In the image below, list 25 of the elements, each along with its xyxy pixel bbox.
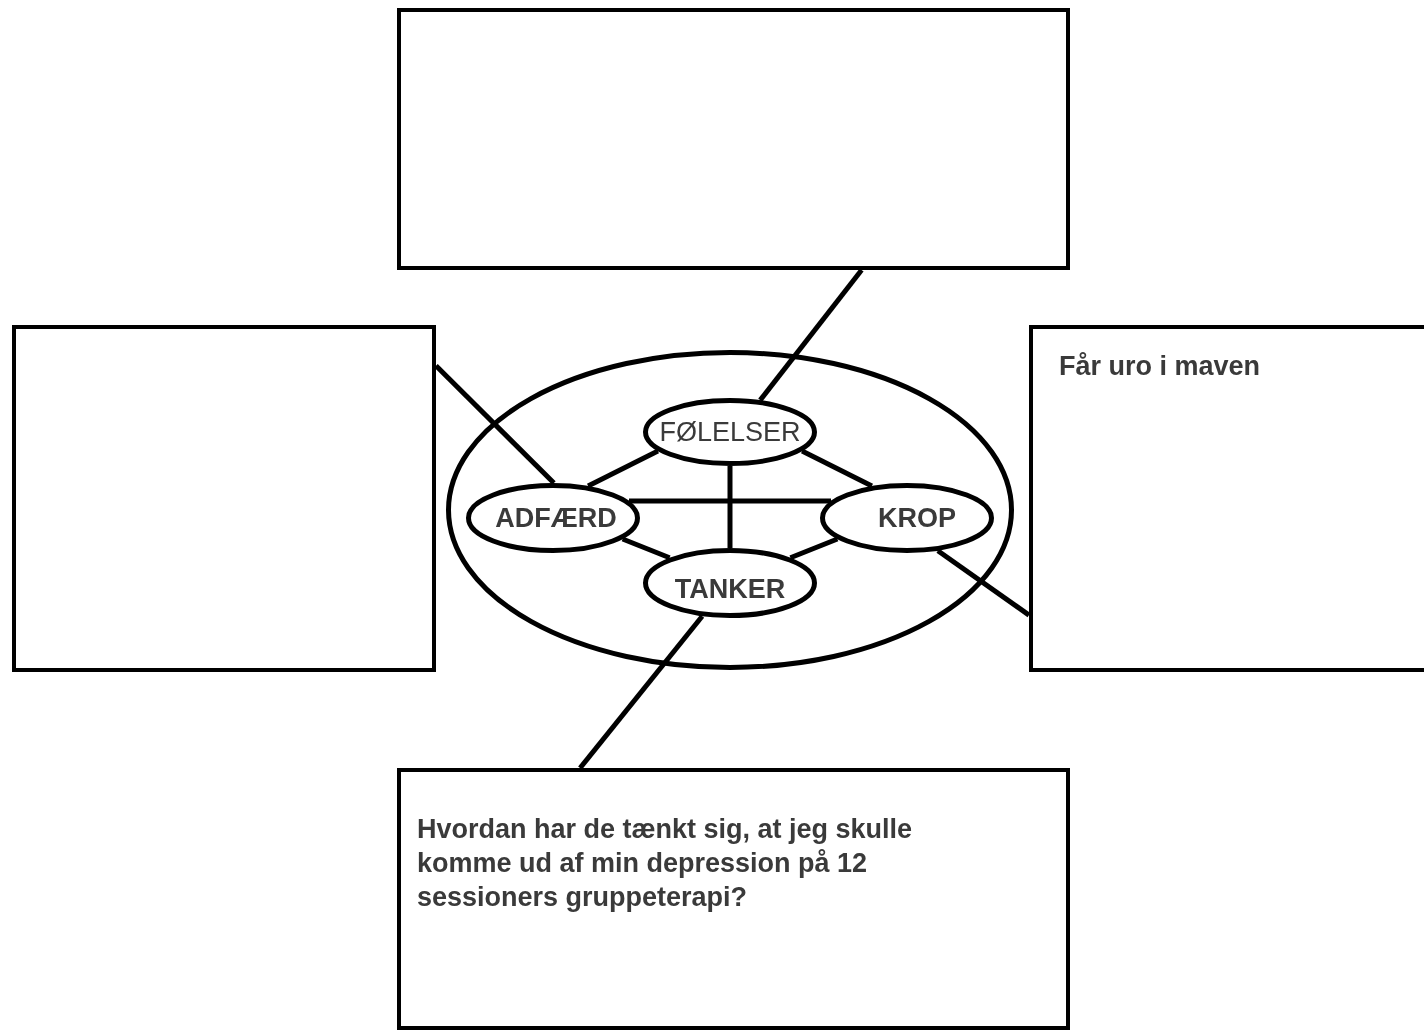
connector-line <box>936 548 1031 618</box>
text-box <box>397 8 1070 270</box>
node-label: Får uro i maven <box>1059 350 1261 383</box>
connector-line <box>434 364 556 485</box>
text-box <box>397 768 1070 1030</box>
node-label: ADFÆRD <box>494 502 617 535</box>
oval-node <box>820 483 994 553</box>
node-label: KROP <box>877 502 956 535</box>
connector-line <box>621 536 671 561</box>
connector-line <box>586 448 660 489</box>
oval-node <box>446 350 1014 670</box>
oval-node <box>466 483 640 553</box>
node-label: FØLELSER <box>659 416 801 449</box>
connector-line <box>727 466 733 548</box>
connector-line <box>789 536 839 561</box>
node-label: Hvordan har de tænkt sig, at jeg skulle komme ud af min depression på 12 sessioners gruppeterapi? <box>417 813 914 914</box>
oval-node <box>643 398 817 466</box>
connector-line <box>578 614 705 770</box>
oval-node <box>643 548 817 618</box>
connector-line <box>758 268 864 402</box>
text-box <box>1029 325 1424 672</box>
text-box <box>12 325 436 672</box>
connector-line <box>800 448 874 489</box>
node-label: TANKER <box>674 573 786 606</box>
connector-line <box>629 498 831 504</box>
